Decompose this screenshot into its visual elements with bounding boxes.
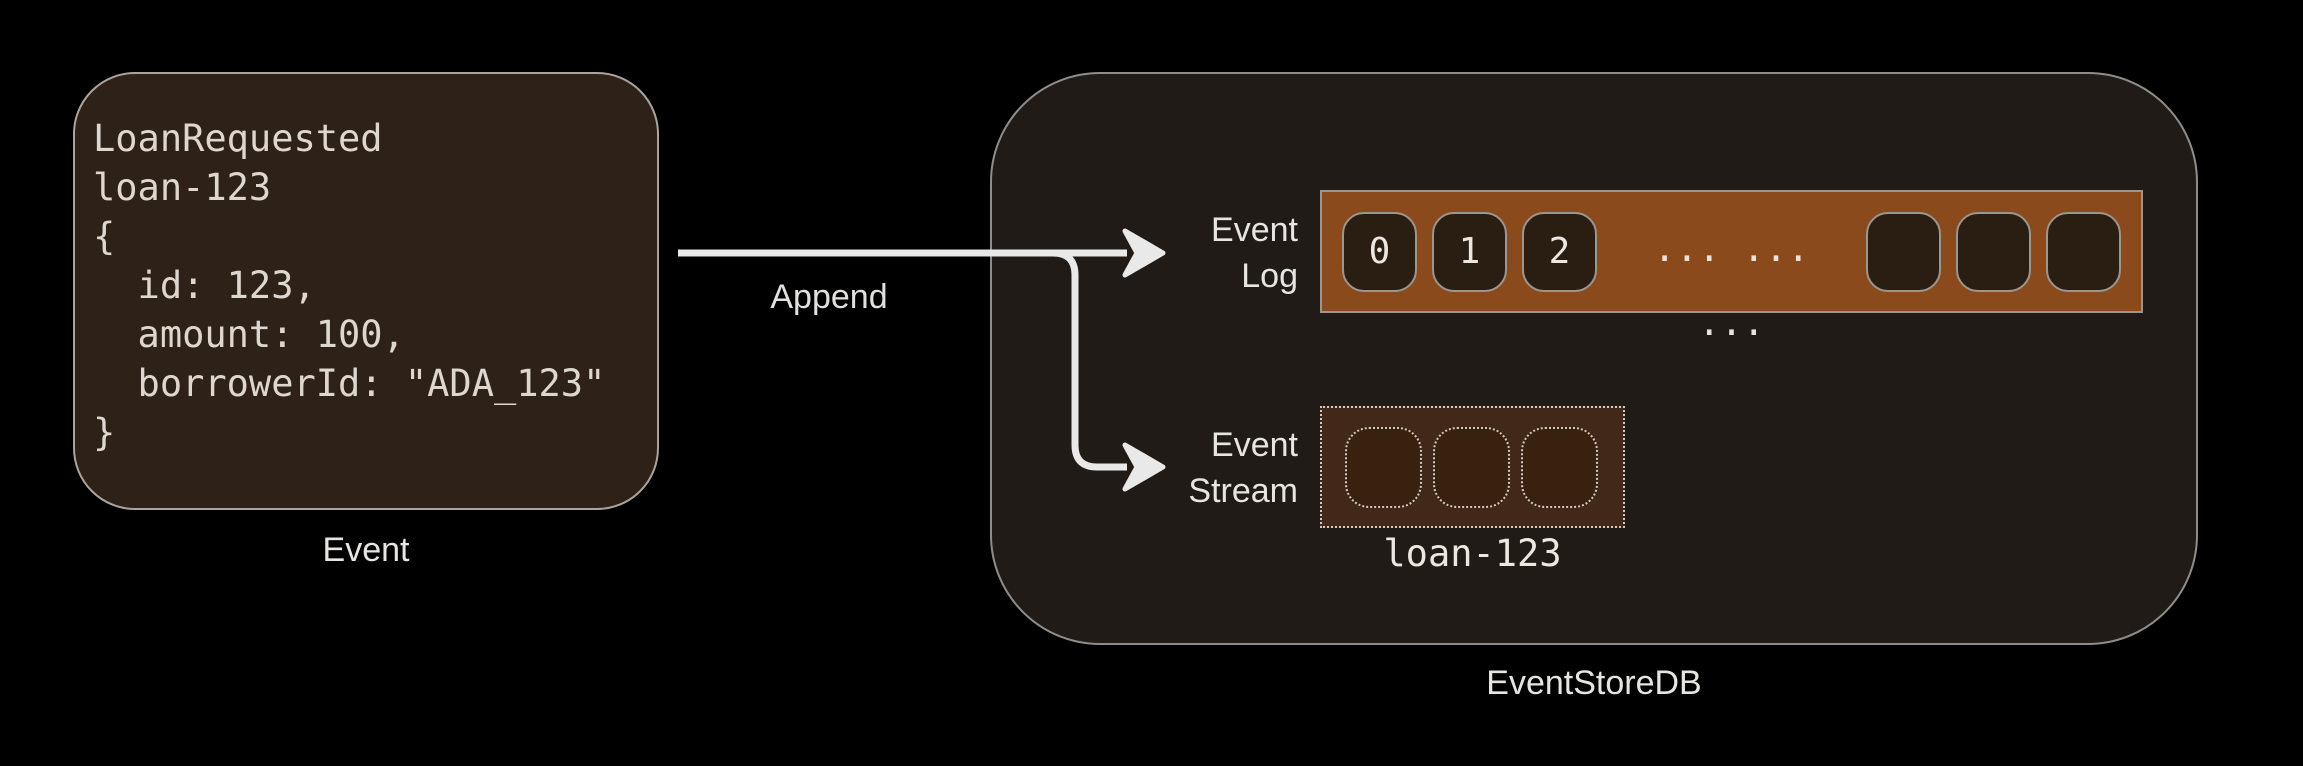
eventstoredb-caption: EventStoreDB [1486,664,1702,702]
code-line: LoanRequested [93,117,383,160]
event-log-label: Event Log [1048,207,1298,299]
stream-empty-cell [1521,426,1598,508]
log-empty-cell [2046,211,2121,292]
event-stream-label: Event Stream [1048,422,1298,514]
event-card: LoanRequested loan-123 { id: 123, amount… [73,72,659,510]
code-line: borrowerId: "ADA_123" [93,362,606,405]
code-line: loan-123 [93,166,272,209]
event-stream-label-line2: Stream [1188,472,1298,510]
stream-empty-cell [1345,426,1422,508]
log-empty-cell [1956,211,2031,292]
eventstoredb-container [990,72,2198,645]
code-line: id: 123, [93,264,316,307]
event-log-label-line1: Event [1211,211,1298,249]
event-stream-label-line1: Event [1211,426,1298,464]
log-cell-1: 1 [1432,211,1507,292]
event-log-bar: 0 1 2 ... ... ... [1320,190,2143,344]
log-empty-cell [1866,211,1941,292]
stream-name-caption: loan-123 [1383,532,1562,575]
ellipsis-text: ... ... ... [1653,226,1810,344]
event-log-label-line2: Log [1241,257,1298,295]
append-label: Append [770,278,888,316]
log-cell-0: 0 [1342,211,1417,292]
code-line: amount: 100, [93,313,405,356]
code-line: { [93,215,116,258]
code-line: } [93,411,116,454]
log-cell-2: 2 [1522,211,1597,292]
event-stream-box [1320,406,1625,528]
stream-empty-cell [1433,426,1510,508]
event-card-caption: Event [322,531,410,569]
